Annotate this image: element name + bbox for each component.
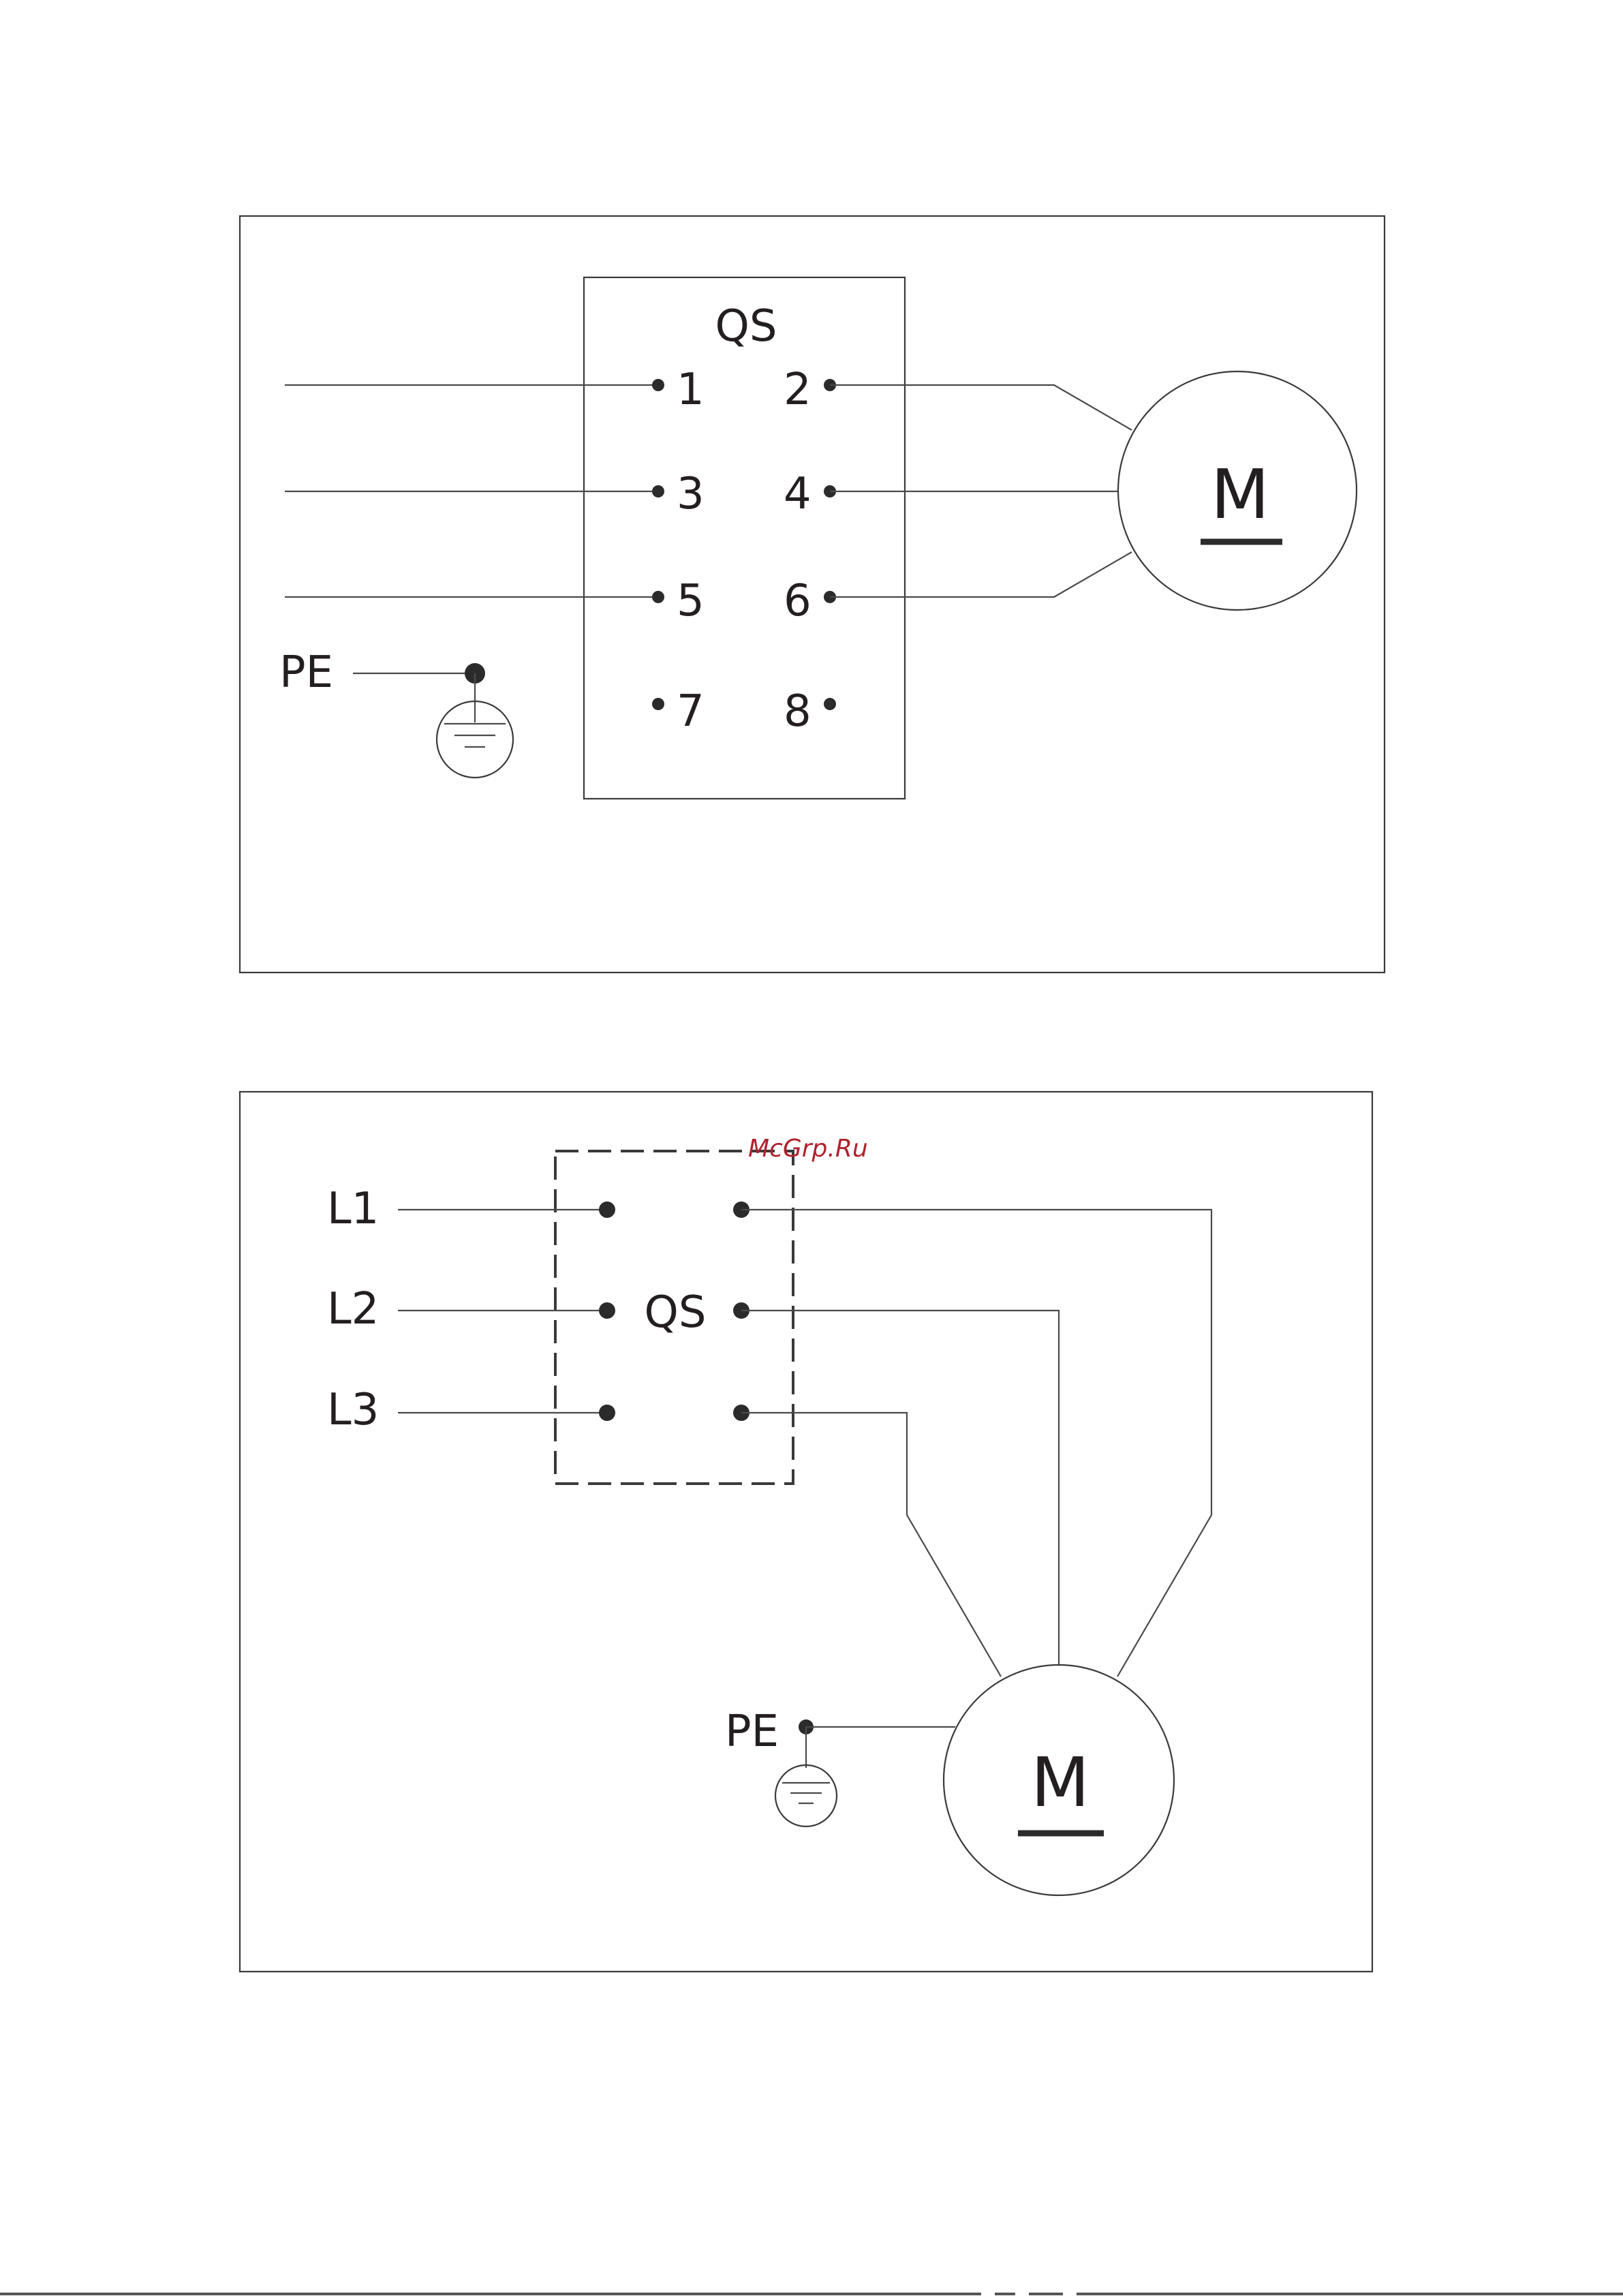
- terminal-8-label: 8: [784, 686, 812, 737]
- terminal-6-label: 6: [784, 576, 812, 626]
- terminal-1-dot: [652, 379, 664, 391]
- terminal-7-dot: [652, 698, 664, 710]
- terminal-1-label: 1: [677, 365, 705, 415]
- terminal-8-dot: [824, 698, 836, 710]
- terminal-5-label: 5: [677, 576, 705, 626]
- line-l2-label: L2: [327, 1284, 379, 1334]
- output-wire-l3: [741, 1413, 1001, 1677]
- diagram-1: QS 1 2 3 4 5 6 7 8 M PE: [240, 216, 1385, 973]
- line-l1-label: L1: [327, 1184, 379, 1234]
- diagram-2: QS L1 L2 L3 M PE: [240, 1092, 1372, 1972]
- motor-label-2: M: [1031, 1743, 1089, 1822]
- terminal-4-label: 4: [784, 469, 812, 519]
- contact-l1-in: [599, 1201, 615, 1218]
- output-wire-l2: [741, 1311, 1059, 1665]
- terminal-5-dot: [652, 591, 664, 603]
- output-wire-l1: [741, 1210, 1211, 1677]
- output-wire-6: [830, 552, 1132, 597]
- switch-qs-label: QS: [715, 301, 777, 352]
- output-wire-2: [830, 385, 1132, 430]
- switch-qs-label-2: QS: [645, 1287, 707, 1338]
- pe-label-2: PE: [725, 1706, 779, 1757]
- motor-label: M: [1211, 455, 1269, 534]
- contact-l2-in: [599, 1302, 615, 1319]
- watermark-text: McGrp.Ru: [748, 1135, 868, 1163]
- ground-icon-2: [775, 1765, 837, 1826]
- terminal-2-label: 2: [784, 365, 812, 415]
- switch-qs-box: [584, 277, 905, 799]
- terminal-3-label: 3: [677, 469, 705, 519]
- line-l3-label: L3: [327, 1385, 379, 1435]
- diagram-1-frame: [240, 216, 1385, 973]
- contact-l3-in: [599, 1405, 615, 1421]
- pe-label: PE: [279, 647, 333, 698]
- terminal-3-dot: [652, 485, 664, 498]
- terminal-7-label: 7: [677, 686, 705, 737]
